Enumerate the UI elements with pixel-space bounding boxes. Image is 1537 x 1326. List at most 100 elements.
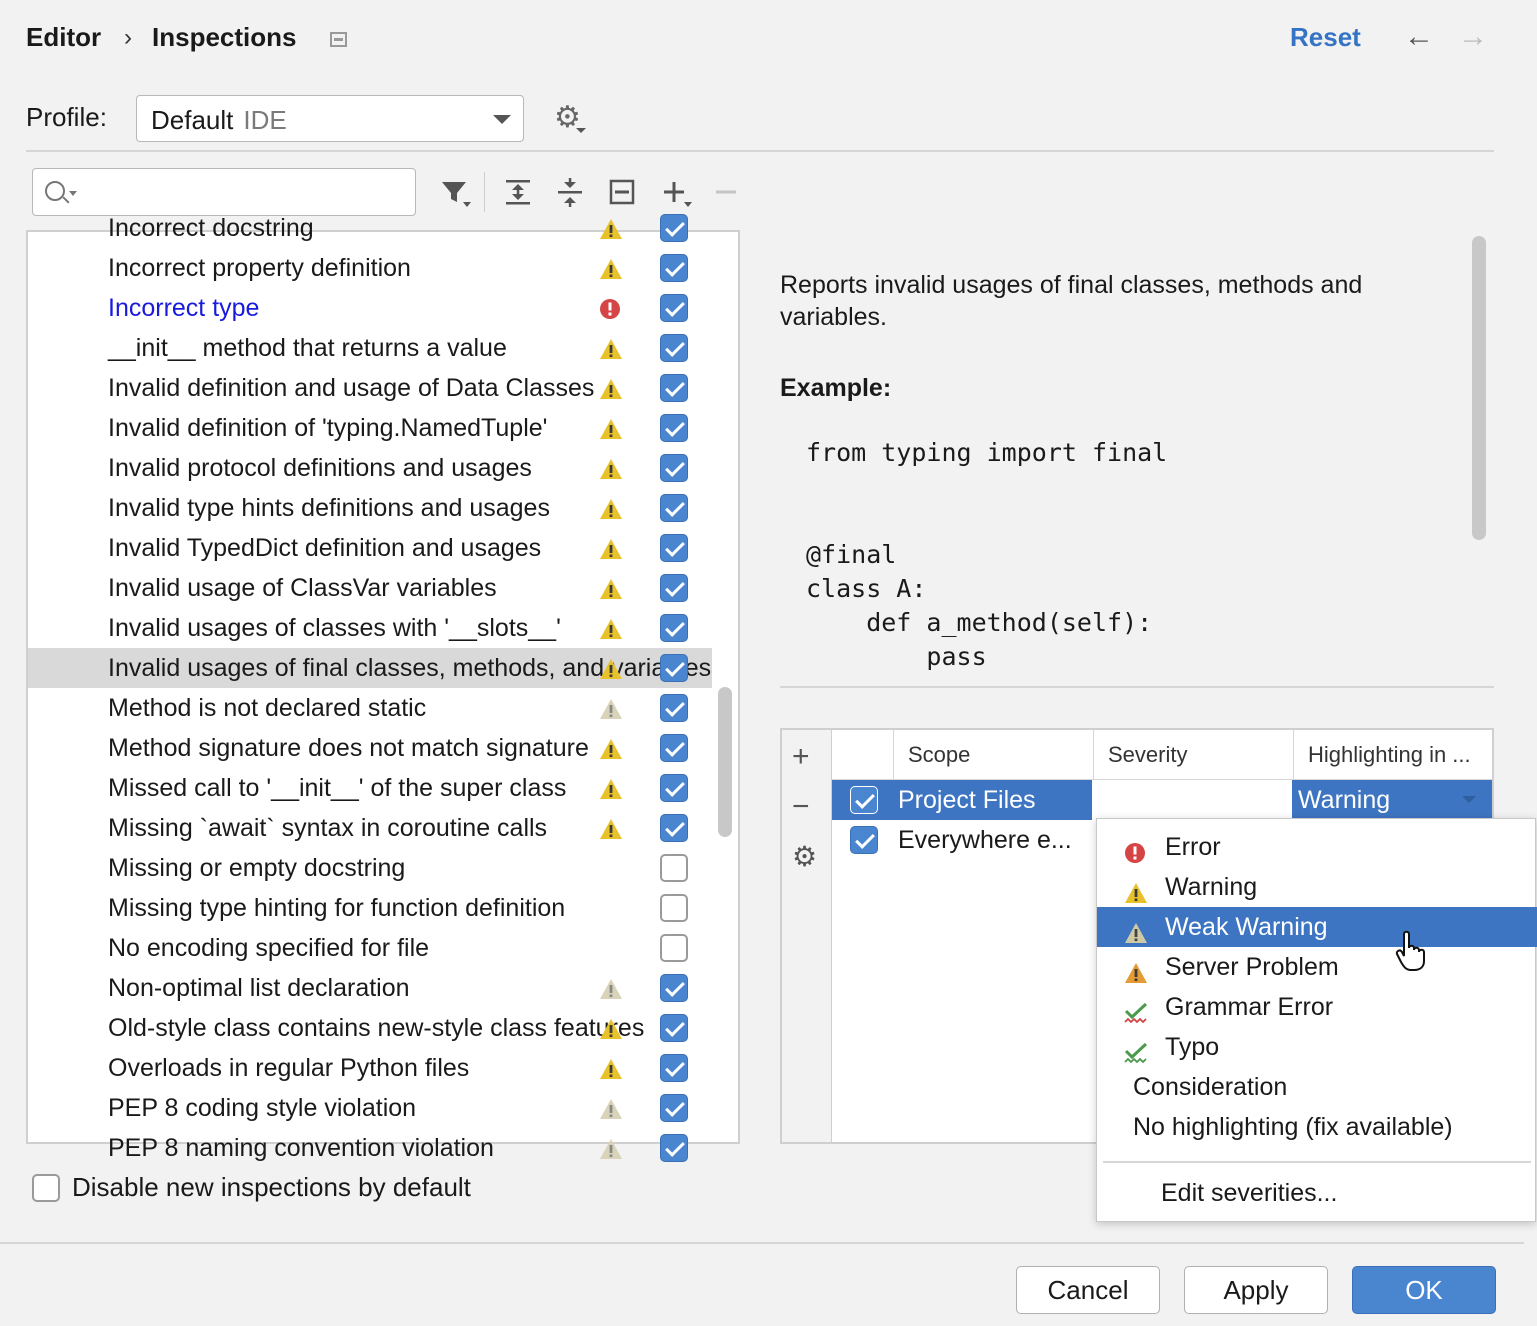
inspection-checkbox[interactable] xyxy=(660,414,688,442)
add-icon[interactable] xyxy=(656,172,696,212)
scope-cell[interactable]: Everywhere e... xyxy=(898,826,1072,854)
search-input[interactable] xyxy=(32,168,416,216)
remove-scope-icon[interactable]: − xyxy=(792,790,810,823)
reset-to-default-icon[interactable] xyxy=(602,172,642,212)
warning-icon xyxy=(599,258,625,280)
highlighting-cell[interactable]: Warning xyxy=(1292,780,1492,820)
menu-item-weak-warning[interactable]: Weak Warning xyxy=(1097,907,1537,947)
menu-item-consideration[interactable]: Consideration xyxy=(1097,1067,1537,1107)
menu-item-grammar-error[interactable]: Grammar Error xyxy=(1097,987,1537,1027)
ok-button[interactable]: OK xyxy=(1352,1266,1496,1314)
inspection-checkbox[interactable] xyxy=(660,854,688,882)
list-item[interactable]: Incorrect property definition xyxy=(28,248,712,288)
inspection-checkbox[interactable] xyxy=(660,254,688,282)
grammar-icon xyxy=(1124,996,1150,1024)
inspection-checkbox[interactable] xyxy=(660,974,688,1002)
disable-new-inspections-label[interactable]: Disable new inspections by default xyxy=(72,1172,471,1202)
warning-icon xyxy=(599,338,625,360)
scope-checkbox[interactable] xyxy=(850,826,878,854)
inspection-checkbox[interactable] xyxy=(660,374,688,402)
cancel-button[interactable]: Cancel xyxy=(1016,1266,1160,1314)
inspection-checkbox[interactable] xyxy=(660,1094,688,1122)
table-row[interactable]: Everywhere e... xyxy=(832,820,1492,860)
add-scope-icon[interactable]: + xyxy=(792,740,810,773)
inspection-checkbox[interactable] xyxy=(660,1014,688,1042)
disable-new-inspections-checkbox[interactable] xyxy=(32,1174,60,1202)
inspection-checkbox[interactable] xyxy=(660,534,688,562)
list-item[interactable]: Missing type hinting for function defini… xyxy=(28,888,712,928)
inspection-checkbox[interactable] xyxy=(660,334,688,362)
table-header-scope[interactable]: Scope xyxy=(894,730,1094,780)
description-scrollbar[interactable] xyxy=(1472,236,1486,540)
menu-item-error[interactable]: Error xyxy=(1097,827,1537,867)
warning-icon xyxy=(599,218,625,240)
apply-button[interactable]: Apply xyxy=(1184,1266,1328,1314)
list-item[interactable]: Invalid usage of ClassVar variables xyxy=(28,568,712,608)
inspection-checkbox[interactable] xyxy=(660,1054,688,1082)
weak-warning-icon xyxy=(599,1098,625,1120)
inspection-checkbox[interactable] xyxy=(660,694,688,722)
list-item[interactable]: PEP 8 naming convention violation xyxy=(28,1128,712,1168)
table-row[interactable]: Project Files Warning xyxy=(832,780,1492,820)
list-item[interactable]: Invalid TypedDict definition and usages xyxy=(28,528,712,568)
list-item[interactable]: Missed call to '__init__' of the super c… xyxy=(28,768,712,808)
list-item[interactable]: Method is not declared static xyxy=(28,688,712,728)
forward-arrow-icon[interactable]: → xyxy=(1458,20,1488,53)
list-item[interactable]: Invalid definition and usage of Data Cla… xyxy=(28,368,712,408)
list-item[interactable]: Invalid usages of classes with '__slots_… xyxy=(28,608,712,648)
list-item[interactable]: Non-optimal list declaration xyxy=(28,968,712,1008)
warning-icon xyxy=(599,578,625,600)
list-item[interactable]: PEP 8 coding style violation xyxy=(28,1088,712,1128)
collapse-all-icon[interactable] xyxy=(550,172,590,212)
list-item[interactable]: Invalid definition of 'typing.NamedTuple… xyxy=(28,408,712,448)
menu-item-server-problem[interactable]: Server Problem xyxy=(1097,947,1537,987)
remove-icon[interactable] xyxy=(706,172,746,212)
breadcrumb-parent[interactable]: Editor xyxy=(26,22,102,52)
list-item[interactable]: Missing or empty docstring xyxy=(28,848,712,888)
list-item[interactable]: Invalid usages of final classes, methods… xyxy=(28,648,712,688)
reset-button[interactable]: Reset xyxy=(1290,22,1361,52)
list-item[interactable]: Missing `await` syntax in coroutine call… xyxy=(28,808,712,848)
list-item[interactable]: Method signature does not match signatur… xyxy=(28,728,712,768)
list-item[interactable]: Invalid protocol definitions and usages xyxy=(28,448,712,488)
menu-item-label: Edit severities... xyxy=(1161,1179,1338,1207)
list-item[interactable]: Incorrect type xyxy=(28,288,712,328)
inspection-checkbox[interactable] xyxy=(660,214,688,242)
inspection-checkbox[interactable] xyxy=(660,494,688,522)
inspection-checkbox[interactable] xyxy=(660,454,688,482)
collapse-window-icon[interactable] xyxy=(330,32,347,47)
inspection-checkbox[interactable] xyxy=(660,294,688,322)
menu-item-warning[interactable]: Warning xyxy=(1097,867,1537,907)
inspection-checkbox[interactable] xyxy=(660,614,688,642)
back-arrow-icon[interactable]: ← xyxy=(1404,20,1434,53)
menu-item-no-highlighting-fix-available[interactable]: No highlighting (fix available) xyxy=(1097,1107,1537,1147)
inspection-checkbox[interactable] xyxy=(660,774,688,802)
menu-item-edit-severities[interactable]: Edit severities... xyxy=(1097,1173,1537,1213)
divider xyxy=(780,686,1494,688)
inspection-checkbox[interactable] xyxy=(660,934,688,962)
list-item[interactable]: Incorrect docstring xyxy=(28,208,712,248)
list-item[interactable]: Old-style class contains new-style class… xyxy=(28,1008,712,1048)
inspection-checkbox[interactable] xyxy=(660,734,688,762)
inspection-checkbox[interactable] xyxy=(660,894,688,922)
table-header-severity[interactable]: Severity xyxy=(1094,730,1294,780)
menu-item-typo[interactable]: Typo xyxy=(1097,1027,1537,1067)
list-item[interactable]: Invalid type hints definitions and usage… xyxy=(28,488,712,528)
table-header-highlighting[interactable]: Highlighting in ... xyxy=(1294,730,1492,780)
profile-value: Default xyxy=(151,105,234,135)
list-item[interactable]: Overloads in regular Python files xyxy=(28,1048,712,1088)
scope-checkbox[interactable] xyxy=(850,786,878,814)
gear-icon[interactable]: ⚙ xyxy=(792,841,818,872)
tree-scrollbar[interactable] xyxy=(718,687,732,837)
filter-icon[interactable] xyxy=(436,172,476,212)
inspection-checkbox[interactable] xyxy=(660,1134,688,1162)
inspection-checkbox[interactable] xyxy=(660,574,688,602)
inspection-checkbox[interactable] xyxy=(660,814,688,842)
expand-all-icon[interactable] xyxy=(498,172,538,212)
inspection-checkbox[interactable] xyxy=(660,654,688,682)
list-item[interactable]: __init__ method that returns a value xyxy=(28,328,712,368)
list-item[interactable]: No encoding specified for file xyxy=(28,928,712,968)
